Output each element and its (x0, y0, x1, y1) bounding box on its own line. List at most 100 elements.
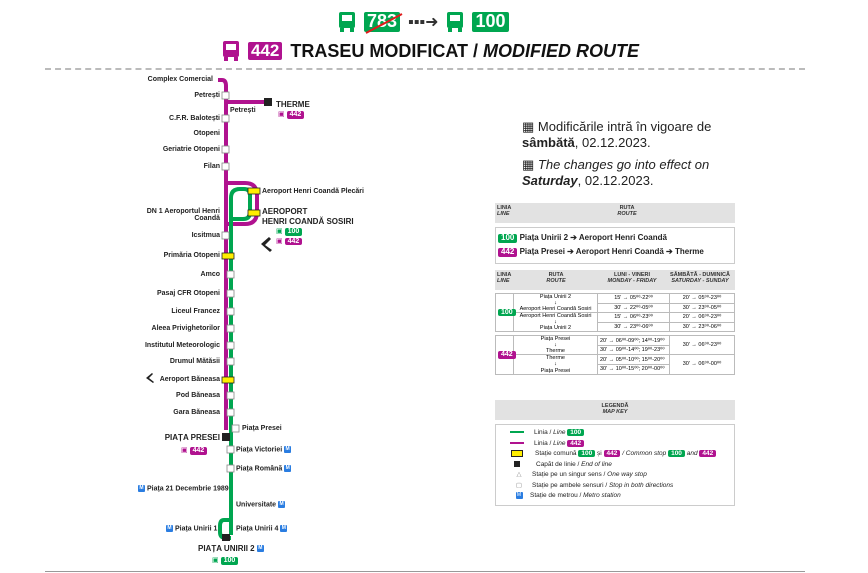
common-stop-baneasa (221, 376, 235, 384)
col-line-en: LINE (497, 211, 510, 217)
legend-text-en: Line (553, 429, 566, 436)
common-stop-plecari (247, 187, 261, 195)
line-badge: 100 (578, 450, 596, 458)
notice-text: Modificările intră în vigoare de (537, 119, 712, 134)
route-text: Piața Unirii 2 ➔ Aeroport Henri Coandă (519, 233, 667, 242)
triangle-icon: △ (516, 471, 522, 478)
legend-text-en: End of line (581, 460, 612, 468)
stop-dn1-aeroportul: DN 1 Aeroportul Henri Coandă (146, 208, 220, 222)
col-route-en: ROUTE (617, 211, 637, 217)
weekend-interval: 20' → 06⁰⁰-23⁰⁰ (669, 312, 735, 323)
line-badge: 100 (498, 308, 516, 317)
therme-line-badge: ▣ 442 (278, 110, 305, 119)
stop-aeroport-baneasa: Aeroport Băneasa (159, 376, 220, 383)
stop-liceul-francez: Liceul Francez (171, 308, 220, 315)
green-line-icon (510, 431, 524, 434)
line-badge: 100 (284, 228, 303, 236)
weekday-interval: 30' → 09⁰⁰-14⁰⁰; 19⁰⁰-23⁰⁰ (597, 344, 670, 356)
metro-icon: M (284, 446, 292, 453)
stop-filan: Filan (203, 163, 220, 170)
title-row: 442 TRASEU MODIFICAT / MODIFIED ROUTE (222, 40, 639, 62)
notice-date: , 02.12.2023. (577, 173, 654, 189)
legend-text: Linia / (534, 429, 554, 436)
stop-piata-unirii-4: Piața Unirii 4 M (236, 525, 288, 532)
notice-day: Saturday (522, 173, 578, 189)
stop-piata-unirii-1: M Piața Unirii 1 (166, 525, 217, 532)
col-line: LINIA (497, 205, 512, 211)
col-line: LINIA (497, 272, 512, 278)
common-stop-sosiri (247, 209, 261, 217)
legend-text-en: / Common stop (620, 450, 669, 457)
sosiri-line2: HENRI COANDĂ SOSIRI (262, 216, 354, 226)
legend-line-100: Linia / Line 100 (510, 428, 734, 439)
stop-geriatrie-otopeni: Geriatrie Otopeni (162, 146, 220, 153)
legend-text: și (595, 450, 604, 457)
stop-piata-presei-terminal: PIAȚA PRESEI (164, 433, 220, 442)
divider (45, 571, 805, 572)
title-en: MODIFIED ROUTE (483, 40, 640, 61)
routes-body: 100 Piața Unirii 2 ➔ Aeroport Henri Coan… (495, 227, 735, 264)
page-title: TRASEU MODIFICAT / MODIFIED ROUTE (290, 40, 640, 61)
metro-icon: M (138, 485, 145, 492)
weekday-interval: 30' → 10⁰⁰-15⁰⁰; 20⁰⁰-00⁰⁰ (597, 364, 670, 375)
route-to: Piața Presei (540, 367, 571, 374)
legend-body: Linia / Line 100 Linia / Line 442 Stație… (495, 424, 735, 506)
bus-icon (339, 12, 355, 32)
stop-label: Universitate (236, 501, 277, 509)
legend-text-en: Stop in both directions (608, 481, 674, 489)
line-badge: 442 (567, 439, 585, 447)
square-icon: ▢ (515, 481, 523, 489)
stop-aleea-privighetorilor: Aleea Privighetorilor (151, 325, 220, 332)
calendar-icon: ▦ (522, 119, 535, 134)
weekend-interval: 30' → 23⁰⁰-06⁰⁰ (669, 321, 735, 333)
old-line-badge: 783 (364, 11, 403, 34)
legend-text: Stație de metrou / (530, 492, 584, 499)
line-badge: 100 (668, 450, 685, 458)
col-line-en: LINE (497, 278, 510, 284)
weekday-interval: 15' → 05⁰⁰-22⁰⁰ (597, 293, 670, 304)
schedule-100: 100 Piața Unirii 2↓Aeroport Henri Coandă… (495, 292, 735, 333)
line-badge: 442 (189, 447, 208, 455)
legend-text: Stație comună (535, 450, 579, 457)
legend-text: Stație pe un singur sens / (532, 471, 608, 478)
bus-icon: ▣ (276, 237, 283, 245)
line-badge: 442 (603, 450, 621, 458)
legend-one-way: △Stație pe un singur sens / One way stop (510, 470, 734, 481)
legend-text: Linia / (534, 439, 554, 447)
metro-icon: M (280, 525, 288, 532)
line-badge: 442 (498, 248, 518, 258)
stop-label: Piața Unirii 1 (174, 525, 218, 533)
line-442-path (218, 78, 228, 430)
end-square-icon (514, 460, 520, 467)
bus-icon (447, 12, 464, 32)
stop-institutul-meteorologic: Institutul Meteorologic (144, 342, 220, 349)
stop-primaria-otopeni: Primăria Otopeni (163, 252, 220, 259)
metro-icon: M (278, 501, 286, 508)
stop-therme: THERME (276, 100, 310, 109)
title-ro: TRASEU MODIFICAT (290, 40, 469, 61)
metro-icon: M (515, 491, 523, 499)
sosiri-line1: AEROPORT (262, 207, 308, 216)
col-route: RUTA (548, 272, 564, 278)
line-badge: 100 (567, 429, 585, 437)
bus-icon (223, 41, 239, 61)
stop-otopeni: Otopeni (193, 130, 220, 137)
end-of-line-unirii (222, 534, 230, 541)
notice-day: sâmbătă (522, 135, 575, 151)
stop-cfr-balotesti: C.F.R. Balotești (169, 115, 220, 122)
arrow-down-icon: ↓ (554, 319, 557, 326)
stop-amco: Amco (200, 271, 220, 278)
route-from: Aeroport Henri Coandă Sosiri (519, 313, 592, 320)
stop-petresti: Petrești (194, 92, 220, 99)
col-route: RUTA (619, 205, 635, 211)
schedule-442: 442 Piața Presei↓Therme 20' → 06⁰⁰-09⁰⁰;… (495, 335, 735, 375)
line-442-airport-loop (226, 181, 259, 226)
